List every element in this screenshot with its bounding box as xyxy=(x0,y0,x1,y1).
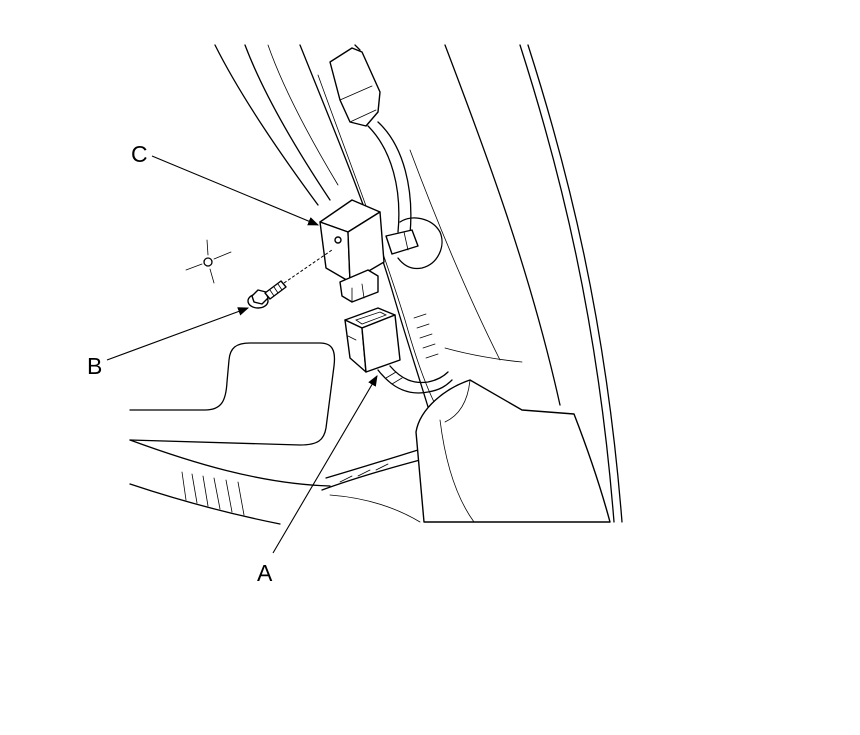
mount-point-symbol xyxy=(185,239,232,284)
sensor-unit xyxy=(319,199,385,303)
pillar-outline xyxy=(214,44,623,523)
leader-c xyxy=(151,155,320,226)
lower-trim xyxy=(321,379,611,523)
harness-clip xyxy=(329,44,381,127)
leader-a xyxy=(272,375,378,554)
callout-leaders xyxy=(106,155,378,554)
callout-label-a: A xyxy=(257,560,273,586)
pillar-hatching xyxy=(413,313,439,359)
leader-b xyxy=(106,307,250,361)
grommet-hole xyxy=(385,217,443,270)
bolt xyxy=(247,249,333,309)
callout-label-b: B xyxy=(87,353,102,379)
wire-harness xyxy=(367,121,412,235)
lower-panel xyxy=(129,342,336,525)
mount-hole xyxy=(334,236,342,244)
connector xyxy=(344,307,453,394)
callout-label-c: C xyxy=(131,141,148,167)
